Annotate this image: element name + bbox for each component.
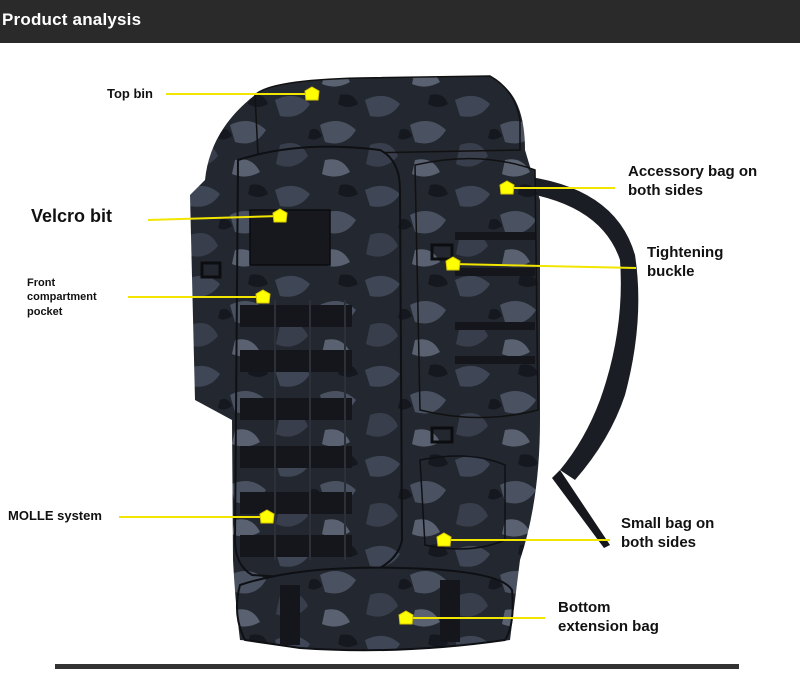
label-tightening-buckle: Tightening buckle: [647, 244, 724, 280]
label-accessory-bag: Accessory bag on both sides: [628, 163, 758, 199]
label-small-bag: Small bag on both sides: [621, 515, 715, 551]
label-bottom-extension-bag: Bottom extension bag: [558, 599, 659, 635]
label-top-bin: Top bin: [107, 86, 153, 101]
label-molle-system: MOLLE system: [8, 508, 102, 523]
label-front-compartment-pocket: Front compartment pocket: [27, 277, 97, 318]
header-bar: Product analysis: [0, 0, 800, 43]
bottom-divider: [55, 664, 739, 669]
page-title: Product analysis: [2, 10, 142, 29]
backpack-image: [190, 75, 639, 652]
label-velcro-bit: Velcro bit: [31, 206, 113, 226]
